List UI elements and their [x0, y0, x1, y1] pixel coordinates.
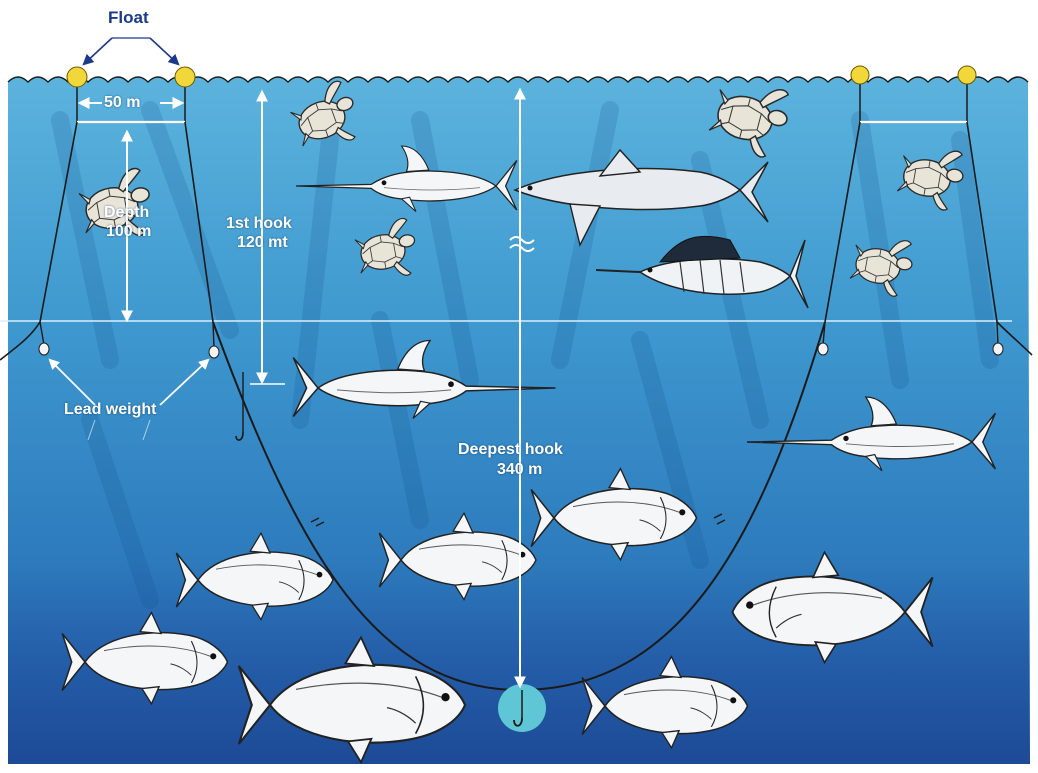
depth-label-line1: Depth [104, 203, 149, 223]
deepest-hook-label-line2: 340 m [497, 460, 542, 480]
lead-weight-label: Lead weight [64, 400, 156, 420]
first-hook-label-line2: 120 mt [237, 233, 288, 253]
depth-label-line2: 100 m [106, 222, 151, 242]
float-label: Float [108, 8, 149, 28]
first-hook-label-line1: 1st hook [226, 214, 292, 234]
deepest-hook-label-line1: Deepest hook [458, 440, 563, 460]
spacing-label: 50 m [104, 93, 140, 113]
